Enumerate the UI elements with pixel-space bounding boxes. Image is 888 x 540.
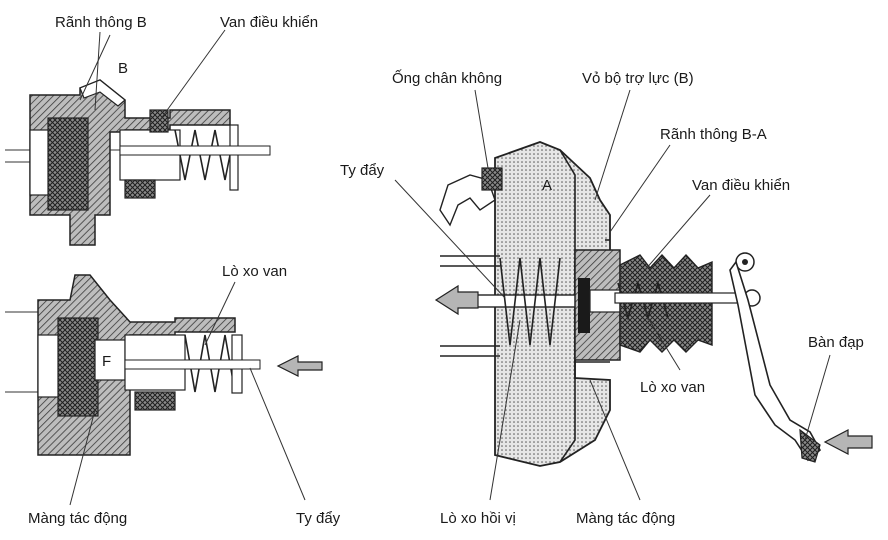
label-mang-tac-dong-left: Màng tác động bbox=[28, 510, 127, 527]
left-bottom-valve-diagram: F Lò xo van Màng tác động Ty đẩy bbox=[5, 263, 341, 527]
label-ty-day-left: Ty đẩy bbox=[296, 510, 341, 527]
label-b-top: B bbox=[118, 60, 128, 77]
label-ranh-thong-b: Rãnh thông B bbox=[55, 14, 147, 31]
label-vo-bo-tro-luc: Vỏ bộ trợ lực (B) bbox=[582, 70, 694, 87]
right-booster-diagram: A Ống chân không Vỏ bộ trợ lực (B) Rãnh … bbox=[340, 69, 873, 527]
label-ban-dap: Bàn đạp bbox=[808, 334, 864, 351]
input-force-arrow-icon bbox=[276, 355, 323, 377]
label-f: F bbox=[102, 353, 111, 370]
label-van-dieu-khien-right: Van điều khiển bbox=[692, 177, 790, 194]
label-ranh-thong-ba: Rãnh thông B-A bbox=[660, 126, 767, 143]
label-mang-tac-dong-right: Màng tác động bbox=[576, 510, 675, 527]
label-ty-day-right: Ty đẩy bbox=[340, 162, 385, 179]
output-force-arrow-icon bbox=[434, 284, 479, 316]
left-top-valve-diagram: B Rãnh thông B Van điều khiển bbox=[5, 14, 318, 246]
label-van-dieu-khien-left: Van điều khiển bbox=[220, 14, 318, 31]
label-ong-chan-khong: Ống chân không bbox=[392, 69, 502, 87]
label-a: A bbox=[542, 177, 552, 194]
label-lo-xo-van-left: Lò xo van bbox=[222, 263, 287, 280]
label-lo-xo-van-right: Lò xo van bbox=[640, 379, 705, 396]
pedal-force-arrow-icon bbox=[823, 429, 873, 455]
label-lo-xo-hoi-vi: Lò xo hồi vị bbox=[440, 510, 516, 527]
